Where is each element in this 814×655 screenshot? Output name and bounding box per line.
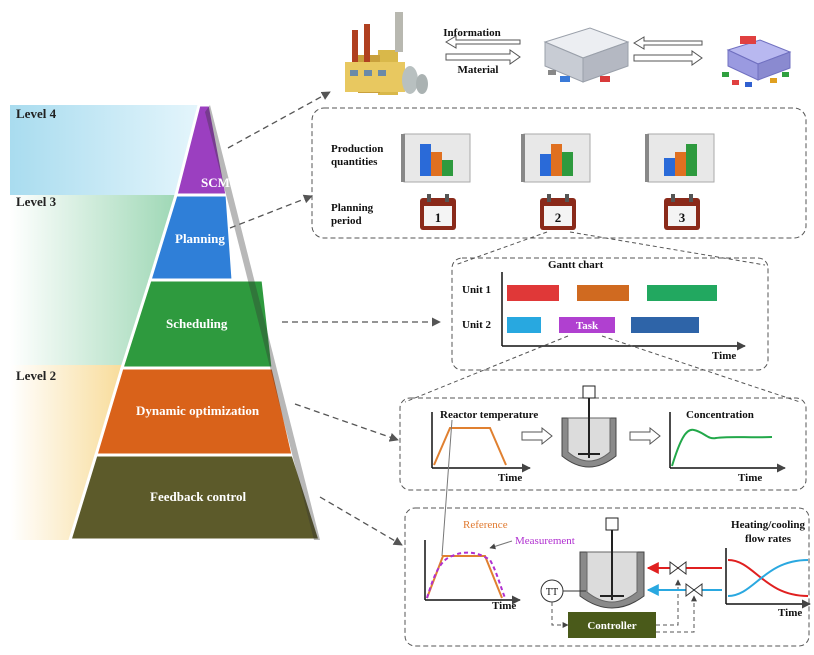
factory-icon	[345, 12, 428, 95]
dynopt-time-2: Time	[738, 472, 762, 484]
reference-label: Reference	[463, 519, 508, 531]
gantt-panel	[451, 257, 769, 371]
feedback-time-1: Time	[492, 600, 516, 612]
pyramid-feedback	[67, 453, 323, 542]
pyramid	[67, 103, 323, 542]
pyramid-scheduling-label: Scheduling	[166, 316, 228, 331]
pyramid-planning-label: Planning	[175, 231, 225, 246]
retail-icon	[722, 36, 792, 87]
calendar-icon-3	[664, 194, 700, 230]
planning-panel	[311, 107, 807, 239]
arrow-dynopt	[294, 403, 399, 442]
concentration-label: Concentration	[686, 409, 754, 421]
production-quantities-line1: Production	[331, 143, 383, 155]
period-1-label: 1	[435, 210, 442, 225]
cooling-valve-icon	[685, 583, 703, 597]
gantt-unit2: Unit 2	[462, 319, 492, 331]
gantt-bar-u1-2	[577, 285, 629, 301]
information-label: Information	[443, 27, 500, 39]
gantt-bar-u2-task	[559, 317, 615, 333]
production-chart-1	[401, 133, 471, 183]
gantt-bar-u2-1	[507, 317, 541, 333]
dynopt-arrow-1	[521, 426, 553, 446]
temperature-profile	[433, 427, 507, 466]
gantt-bar-u2-3	[631, 317, 699, 333]
level3-label: Level 3	[16, 194, 57, 209]
planning-period-line2: period	[331, 215, 362, 227]
gantt-time: Time	[712, 350, 736, 362]
gantt-title: Gantt chart	[548, 259, 604, 271]
heating-cooling-line2: flow rates	[745, 533, 792, 545]
dynopt-time-1: Time	[498, 472, 522, 484]
level4-band	[10, 105, 205, 195]
measurement-label: Measurement	[515, 535, 575, 547]
controller-box	[568, 612, 656, 638]
gantt-task-label: Task	[576, 320, 599, 332]
reference-link	[441, 419, 453, 557]
calendar-icon-1	[420, 194, 456, 230]
pyramid-dynopt-label: Dynamic optimization	[136, 403, 260, 418]
level2-band	[10, 365, 123, 540]
level2-label: Level 2	[16, 368, 56, 383]
pyramid-feedback-label: Feedback control	[150, 489, 247, 504]
info-material-arrows-2	[633, 36, 703, 66]
arrow-scm	[227, 91, 331, 149]
tt-label: TT	[546, 587, 558, 598]
controller-label: Controller	[587, 620, 636, 632]
gantt-unit1: Unit 1	[462, 284, 491, 296]
material-label: Material	[458, 64, 499, 76]
arrow-planning	[229, 194, 313, 229]
production-chart-3	[645, 133, 715, 183]
dynopt-panel	[399, 397, 807, 491]
reactor-icon-2	[579, 517, 645, 609]
feedback-panel	[404, 507, 810, 647]
calendar-icon-2	[540, 194, 576, 230]
distribution-center-icon	[543, 27, 630, 83]
gantt-bar-u1-3	[647, 285, 717, 301]
reactor-icon	[561, 385, 617, 468]
dynopt-arrow-2	[629, 426, 661, 446]
heating-curve	[727, 559, 809, 597]
information-arrow	[445, 35, 521, 49]
feedback-time-2: Time	[778, 607, 802, 619]
production-chart-2	[521, 133, 591, 183]
gantt-bar-u1-1	[507, 285, 559, 301]
level3-band	[10, 195, 175, 365]
heating-cooling-line1: Heating/cooling	[731, 519, 805, 531]
measurement-curve	[426, 551, 506, 599]
planning-period-line1: Planning	[331, 202, 374, 214]
period-2-label: 2	[555, 210, 562, 225]
period-3-label: 3	[679, 210, 686, 225]
concentration-profile	[671, 428, 773, 467]
material-arrow	[445, 49, 521, 65]
production-quantities-line2: quantities	[331, 156, 378, 168]
arrow-feedback	[319, 496, 403, 546]
level4-label: Level 4	[16, 106, 57, 121]
pyramid-scm-label: SCM	[201, 175, 230, 190]
heating-valve-icon	[669, 561, 687, 575]
reactor-temperature-label: Reactor temperature	[440, 409, 538, 421]
cooling-curve	[727, 559, 809, 597]
